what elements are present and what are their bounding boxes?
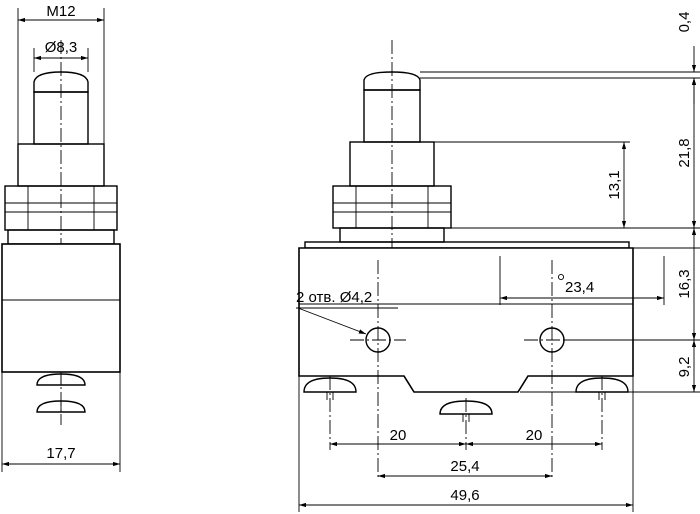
dim-hole-spacing-label: 25,4 — [450, 458, 479, 475]
dim-pitch-left-label: 20 — [390, 427, 407, 444]
front-plunger-cap — [363, 71, 421, 91]
dim-thread-label: M12 — [46, 3, 75, 20]
dim-angle-label: 23,4 — [565, 279, 594, 296]
front-top-plate — [304, 241, 630, 249]
dim-plunger-diameter-label: Ø8,3 — [45, 39, 78, 56]
dim-body-label: 16,3 — [676, 269, 693, 298]
side-terminal-screw-bottom — [36, 400, 86, 413]
dim-side-width-label: 17,7 — [46, 445, 75, 462]
dim-pitch-right-label: 20 — [526, 427, 543, 444]
dim-travel-label: 21,8 — [676, 138, 693, 167]
front-view: 2 отв. Ø4,2 23,4 0,4 21,8 13,1 16,3 9,2 — [296, 12, 700, 512]
side-view: M12 Ø8,3 17,7 — [1, 3, 121, 472]
dim-overall-width-label: 49,6 — [450, 487, 479, 504]
hole-note: 2 отв. Ø4,2 — [296, 289, 372, 306]
side-body — [1, 243, 121, 373]
front-body — [298, 247, 634, 393]
dim-nut-label: 13,1 — [606, 170, 623, 199]
hole-note-leader — [297, 307, 367, 335]
side-plunger-cap — [33, 71, 89, 93]
side-terminal-screw-top — [36, 373, 86, 386]
dim-plunger-offset-label: 0,4 — [676, 12, 693, 33]
dim-hole-height-label: 9,2 — [676, 357, 693, 378]
